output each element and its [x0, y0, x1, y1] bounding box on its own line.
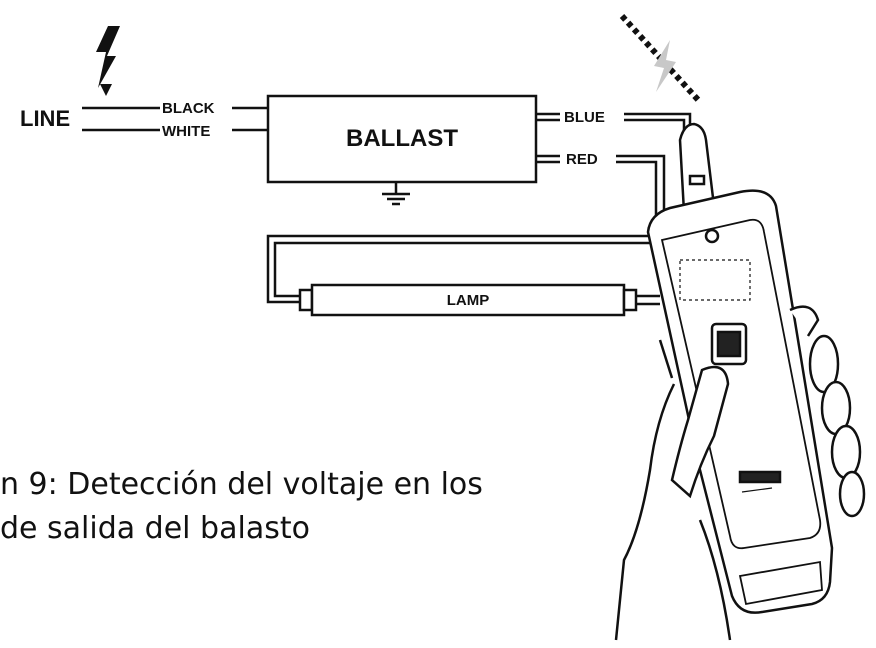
lamp-label: LAMP — [447, 292, 490, 309]
caption-line-2: de salida del balasto — [0, 511, 310, 546]
voltage-field-lightning-icon — [619, 13, 703, 105]
voltage-tester — [614, 122, 866, 641]
figure-caption: n 9: Detección del voltaje en los de sal… — [0, 463, 483, 551]
line-wires — [82, 106, 268, 132]
ground-symbol-icon — [382, 182, 410, 206]
line-label: LINE — [20, 106, 70, 131]
caption-line-1: n 9: Detección del voltaje en los — [0, 467, 483, 502]
ballast-box — [266, 94, 538, 184]
lightning-bolt-icon — [96, 26, 120, 96]
wire-white-label: WHITE — [162, 123, 210, 140]
red-wire — [536, 154, 666, 218]
lamp-tube — [298, 283, 638, 317]
ballast-label: BALLAST — [346, 125, 458, 152]
wire-blue-label: BLUE — [564, 109, 605, 126]
wire-red-label: RED — [566, 151, 598, 168]
blue-wire — [536, 112, 692, 136]
wire-black-label: BLACK — [162, 100, 215, 117]
lamp-feed-wire — [266, 234, 660, 306]
